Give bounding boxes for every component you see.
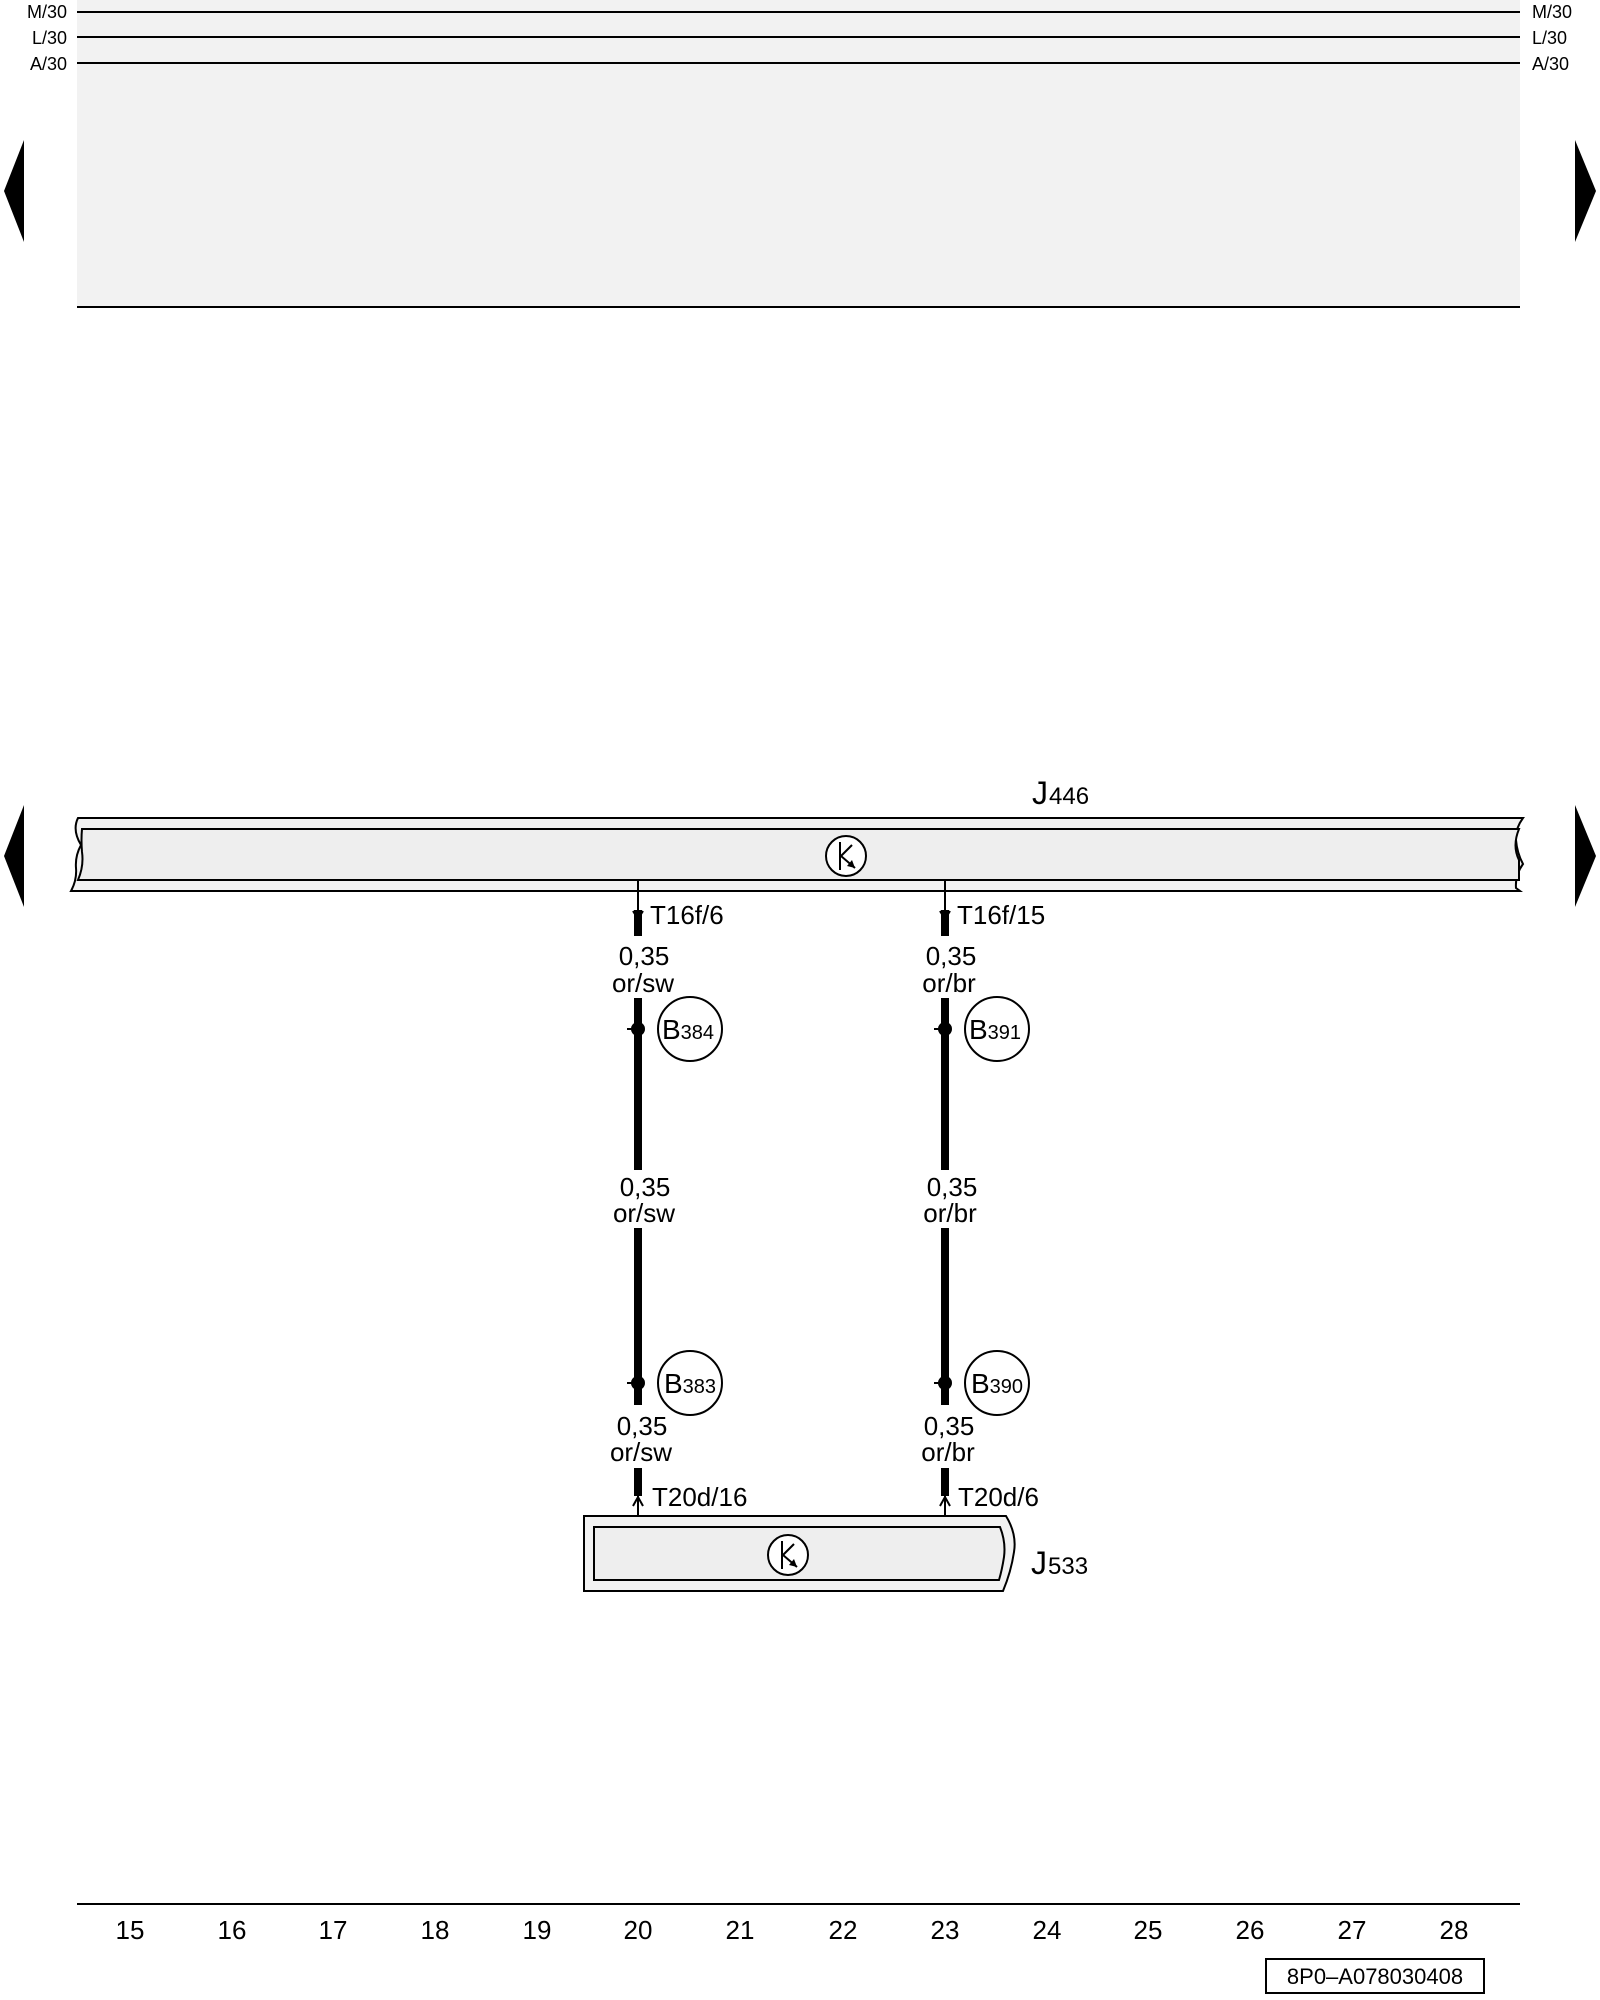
document-id-box: 8P0–A078030408 (1265, 1958, 1485, 1994)
supply-rail-panel: M/30 L/30 A/30 M/30 L/30 A/30 (27, 0, 1572, 308)
next-page-arrow-icon-top[interactable] (1575, 140, 1596, 242)
column-number: 18 (421, 1915, 450, 1945)
wire-left-seg2-color: or/sw (613, 1198, 675, 1228)
rail-label-left-l30: L/30 (32, 28, 67, 48)
connection-b384: B384 (627, 996, 723, 1062)
next-page-arrow-icon-bottom[interactable] (1575, 805, 1596, 907)
wire-right-seg1-color: or/br (922, 968, 976, 998)
column-number: 15 (116, 1915, 145, 1945)
column-numbers: 15 16 17 18 19 20 21 22 23 24 25 26 27 2… (116, 1915, 1469, 1945)
wire-left-seg1-color: or/sw (612, 968, 674, 998)
prev-page-arrow-icon-bottom[interactable] (4, 805, 24, 907)
j446-inner-body (76, 828, 1521, 881)
column-number: 22 (829, 1915, 858, 1945)
column-number: 26 (1236, 1915, 1265, 1945)
column-number: 16 (218, 1915, 247, 1945)
component-j533: J533 (583, 1515, 1088, 1592)
j446-label: J446 (1032, 775, 1089, 811)
column-number: 25 (1134, 1915, 1163, 1945)
document-id: 8P0–A078030408 (1287, 1964, 1463, 1989)
prev-page-arrow-icon-top[interactable] (4, 140, 24, 242)
svg-text:B384: B384 (662, 1014, 714, 1045)
pin-label-t16f-15: T16f/15 (957, 900, 1045, 930)
wire-right-seg1-gauge: 0,35 (926, 941, 977, 971)
column-number: 28 (1440, 1915, 1469, 1945)
column-number: 17 (319, 1915, 348, 1945)
rail-label-right-m30: M/30 (1532, 2, 1572, 22)
rail-panel-background (77, 0, 1520, 307)
column-number: 20 (624, 1915, 653, 1945)
pin-label-t20d-16: T20d/16 (652, 1482, 747, 1512)
svg-text:B391: B391 (969, 1014, 1021, 1045)
wire-right-seg3-gauge: 0,35 (924, 1411, 975, 1441)
bus-transceiver-icon (767, 1534, 809, 1576)
wire-left-seg1-gauge: 0,35 (619, 941, 670, 971)
rail-label-right-a30: A/30 (1532, 54, 1569, 74)
column-number: 19 (523, 1915, 552, 1945)
column-number: 27 (1338, 1915, 1367, 1945)
connection-b391: B391 (934, 996, 1030, 1062)
wire-left-seg3-color: or/sw (610, 1437, 672, 1467)
rail-label-right-l30: L/30 (1532, 28, 1567, 48)
component-j446: J446 (69, 775, 1525, 892)
connection-b383: B383 (627, 1350, 723, 1416)
wire-right-seg3-color: or/br (921, 1437, 975, 1467)
column-number: 21 (726, 1915, 755, 1945)
j533-label: J533 (1031, 1545, 1088, 1581)
wire-right-seg2-color: or/br (923, 1198, 977, 1228)
bus-transceiver-icon (825, 835, 867, 877)
rail-label-left-a30: A/30 (30, 54, 67, 74)
svg-text:B390: B390 (971, 1368, 1023, 1399)
column-number: 23 (931, 1915, 960, 1945)
column-number: 24 (1033, 1915, 1062, 1945)
rail-label-left-m30: M/30 (27, 2, 67, 22)
wire-right-seg2-gauge: 0,35 (927, 1172, 978, 1202)
pin-label-t16f-6: T16f/6 (650, 900, 724, 930)
wire-left-seg2-gauge: 0,35 (620, 1172, 671, 1202)
connection-b390: B390 (934, 1350, 1030, 1416)
pin-label-t20d-6: T20d/6 (958, 1482, 1039, 1512)
wire-left-seg3-gauge: 0,35 (617, 1411, 668, 1441)
svg-text:B383: B383 (664, 1368, 716, 1399)
